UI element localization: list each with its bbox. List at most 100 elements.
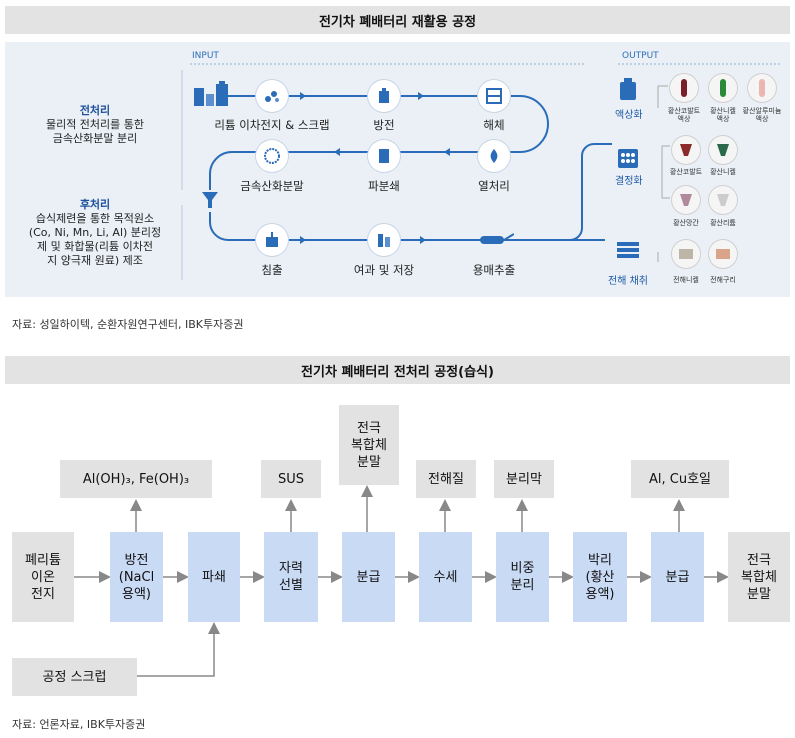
- box-waste-battery-line2: 이온: [31, 569, 55, 585]
- powder-icon: [256, 140, 288, 172]
- box-electrode-powder-line2: 복합체: [741, 569, 777, 585]
- step-heat: 열처리: [478, 179, 510, 193]
- box-magnetic-line1: 자력: [279, 561, 303, 576]
- heat-icon: [478, 140, 510, 172]
- pre-line-2: 금속산화분말 분리: [52, 132, 138, 145]
- discharge-icon: [368, 80, 400, 112]
- box-electrode-powder-line3: 분말: [747, 586, 771, 602]
- step-extract: 용매추출: [472, 263, 516, 277]
- box-peel-line1: 박리: [588, 552, 612, 568]
- box-discharge-line3: 용액): [122, 586, 151, 602]
- post-title: 후처리: [79, 198, 111, 211]
- cobalt-liquid-icon: [670, 74, 698, 102]
- nickel-liquid-icon: [709, 74, 737, 102]
- byproduct-separator: 분리막: [494, 460, 554, 498]
- byproduct-electrode-line2: 복합체: [351, 437, 387, 453]
- box-discharge-line2: (NaCl: [118, 569, 155, 585]
- top-source: 자료: 성일하이텍, 순환자원연구센터, IBK투자증권: [12, 318, 244, 331]
- dismantle-icon: [478, 80, 510, 112]
- step-powder: 금속산화분말: [240, 179, 304, 193]
- product-manganese: 황산망간: [673, 219, 699, 227]
- extract-icon: [480, 232, 515, 248]
- output-crystal: 결정화: [615, 176, 643, 187]
- scrap-icon: [256, 80, 288, 112]
- nickel-crystal-icon: [709, 136, 737, 164]
- product-nickel: 황산니켈: [710, 168, 736, 176]
- byproduct-alcu: Al, Cu호일: [631, 460, 729, 498]
- input-label: INPUT: [192, 51, 219, 61]
- step-filter: 여과 및 저장: [353, 263, 415, 277]
- product-nickel-liquid-line1: 황산니켈: [710, 107, 736, 115]
- box-discharge-line1: 방전: [124, 552, 149, 568]
- electro-icon: [615, 242, 641, 262]
- box-classify-2: 분급: [651, 532, 704, 622]
- pre-title: 전처리: [79, 104, 111, 117]
- step-discharge: 방전: [373, 118, 395, 132]
- post-line-1: 습식제련을 통한 목적원소: [35, 212, 155, 225]
- crystal-icon: [617, 146, 639, 168]
- bottom-title: 전기차 폐배터리 전처리 공정(습식): [5, 356, 790, 384]
- post-desc: 습식제련을 통한 목적원소 (Co, Ni, Mn, Li, Al) 분리정 제…: [5, 212, 185, 268]
- pre-line-1: 물리적 전처리를 통한: [45, 118, 145, 131]
- pre-desc: 물리적 전처리를 통한 금속산화분말 분리: [10, 118, 180, 146]
- electro-nickel-icon: [672, 240, 700, 268]
- bottom-source: 자료: 언론자료, IBK투자증권: [12, 718, 146, 731]
- battery-scrap-icon: [192, 80, 232, 108]
- box-peel-line3: 용액): [585, 586, 615, 602]
- output-liquid: 액상화: [615, 110, 643, 121]
- top-title: 전기차 폐배터리 재활용 공정: [5, 6, 790, 34]
- recycling-flow-lines: [181, 63, 780, 280]
- leach-icon: [256, 224, 288, 256]
- product-nickel-liquid-line2: 액상: [716, 115, 730, 123]
- byproduct-electrolyte: 전해질: [416, 460, 476, 498]
- box-waste-battery-line1: 폐리튬: [25, 552, 61, 568]
- step-leach: 침출: [261, 263, 283, 277]
- box-electrode-powder-line1: 전극: [747, 552, 771, 568]
- box-gravity-line1: 비중: [510, 561, 535, 576]
- crush-icon: [368, 140, 400, 172]
- box-electrode-powder: 전극 복합체 분말: [728, 532, 790, 622]
- box-magnetic: 자력 선별: [264, 532, 318, 622]
- step-dismantle: 해체: [483, 118, 505, 132]
- product-cobalt-liquid-line1: 황산코발트: [667, 107, 701, 115]
- post-line-4: 지 양극재 원료) 제조: [47, 254, 143, 267]
- post-line-2: (Co, Ni, Mn, Li, Al) 분리정: [28, 226, 162, 239]
- funnel-icon: [201, 190, 219, 210]
- post-line-3: 제 및 화합물(리튬 이차전: [37, 240, 153, 253]
- liquid-bottle-icon: [619, 78, 637, 100]
- box-classify-1: 분급: [342, 532, 395, 622]
- output-label: OUTPUT: [622, 51, 659, 61]
- recycling-process-panel: [5, 42, 790, 297]
- byproduct-electrode: 전극 복합체 분말: [339, 405, 399, 485]
- box-process-scrap: 공정 스크럽: [12, 658, 137, 696]
- lithium-crystal-icon: [709, 186, 737, 214]
- box-gravity-line2: 분리: [510, 578, 535, 593]
- product-cobalt-liquid-line2: 액상: [677, 115, 691, 123]
- product-aluminum-liquid-line2: 액상: [755, 115, 769, 123]
- product-electro-nickel: 전해니켈: [673, 276, 699, 284]
- byproduct-hydroxide: Al(OH)₃, Fe(OH)₃: [60, 460, 212, 498]
- wet-process-arrows: [74, 485, 729, 677]
- step-scrap: 리튬 이차전지 & 스크랩: [214, 118, 330, 132]
- box-waste-battery-line3: 전지: [31, 586, 55, 602]
- product-cobalt: 황산코발트: [669, 168, 703, 176]
- box-crush: 파쇄: [188, 532, 240, 622]
- byproduct-electrode-line3: 분말: [357, 454, 381, 470]
- product-electro-copper: 전해구리: [710, 276, 736, 284]
- step-crush: 파분쇄: [368, 179, 400, 193]
- filter-icon: [368, 224, 400, 256]
- box-discharge: 방전 (NaCl 용액): [110, 532, 163, 622]
- box-peel: 박리 (황산 용액): [573, 532, 627, 622]
- output-electro: 전해 채취: [608, 276, 648, 287]
- box-magnetic-line2: 선별: [279, 578, 303, 593]
- byproduct-electrode-line1: 전극: [357, 420, 381, 436]
- box-peel-line2: (황산: [585, 569, 615, 585]
- product-lithium: 황산리튬: [710, 219, 736, 227]
- cobalt-crystal-icon: [672, 136, 700, 164]
- aluminum-liquid-icon: [748, 74, 776, 102]
- manganese-crystal-icon: [672, 186, 700, 214]
- box-wash: 수세: [419, 532, 472, 622]
